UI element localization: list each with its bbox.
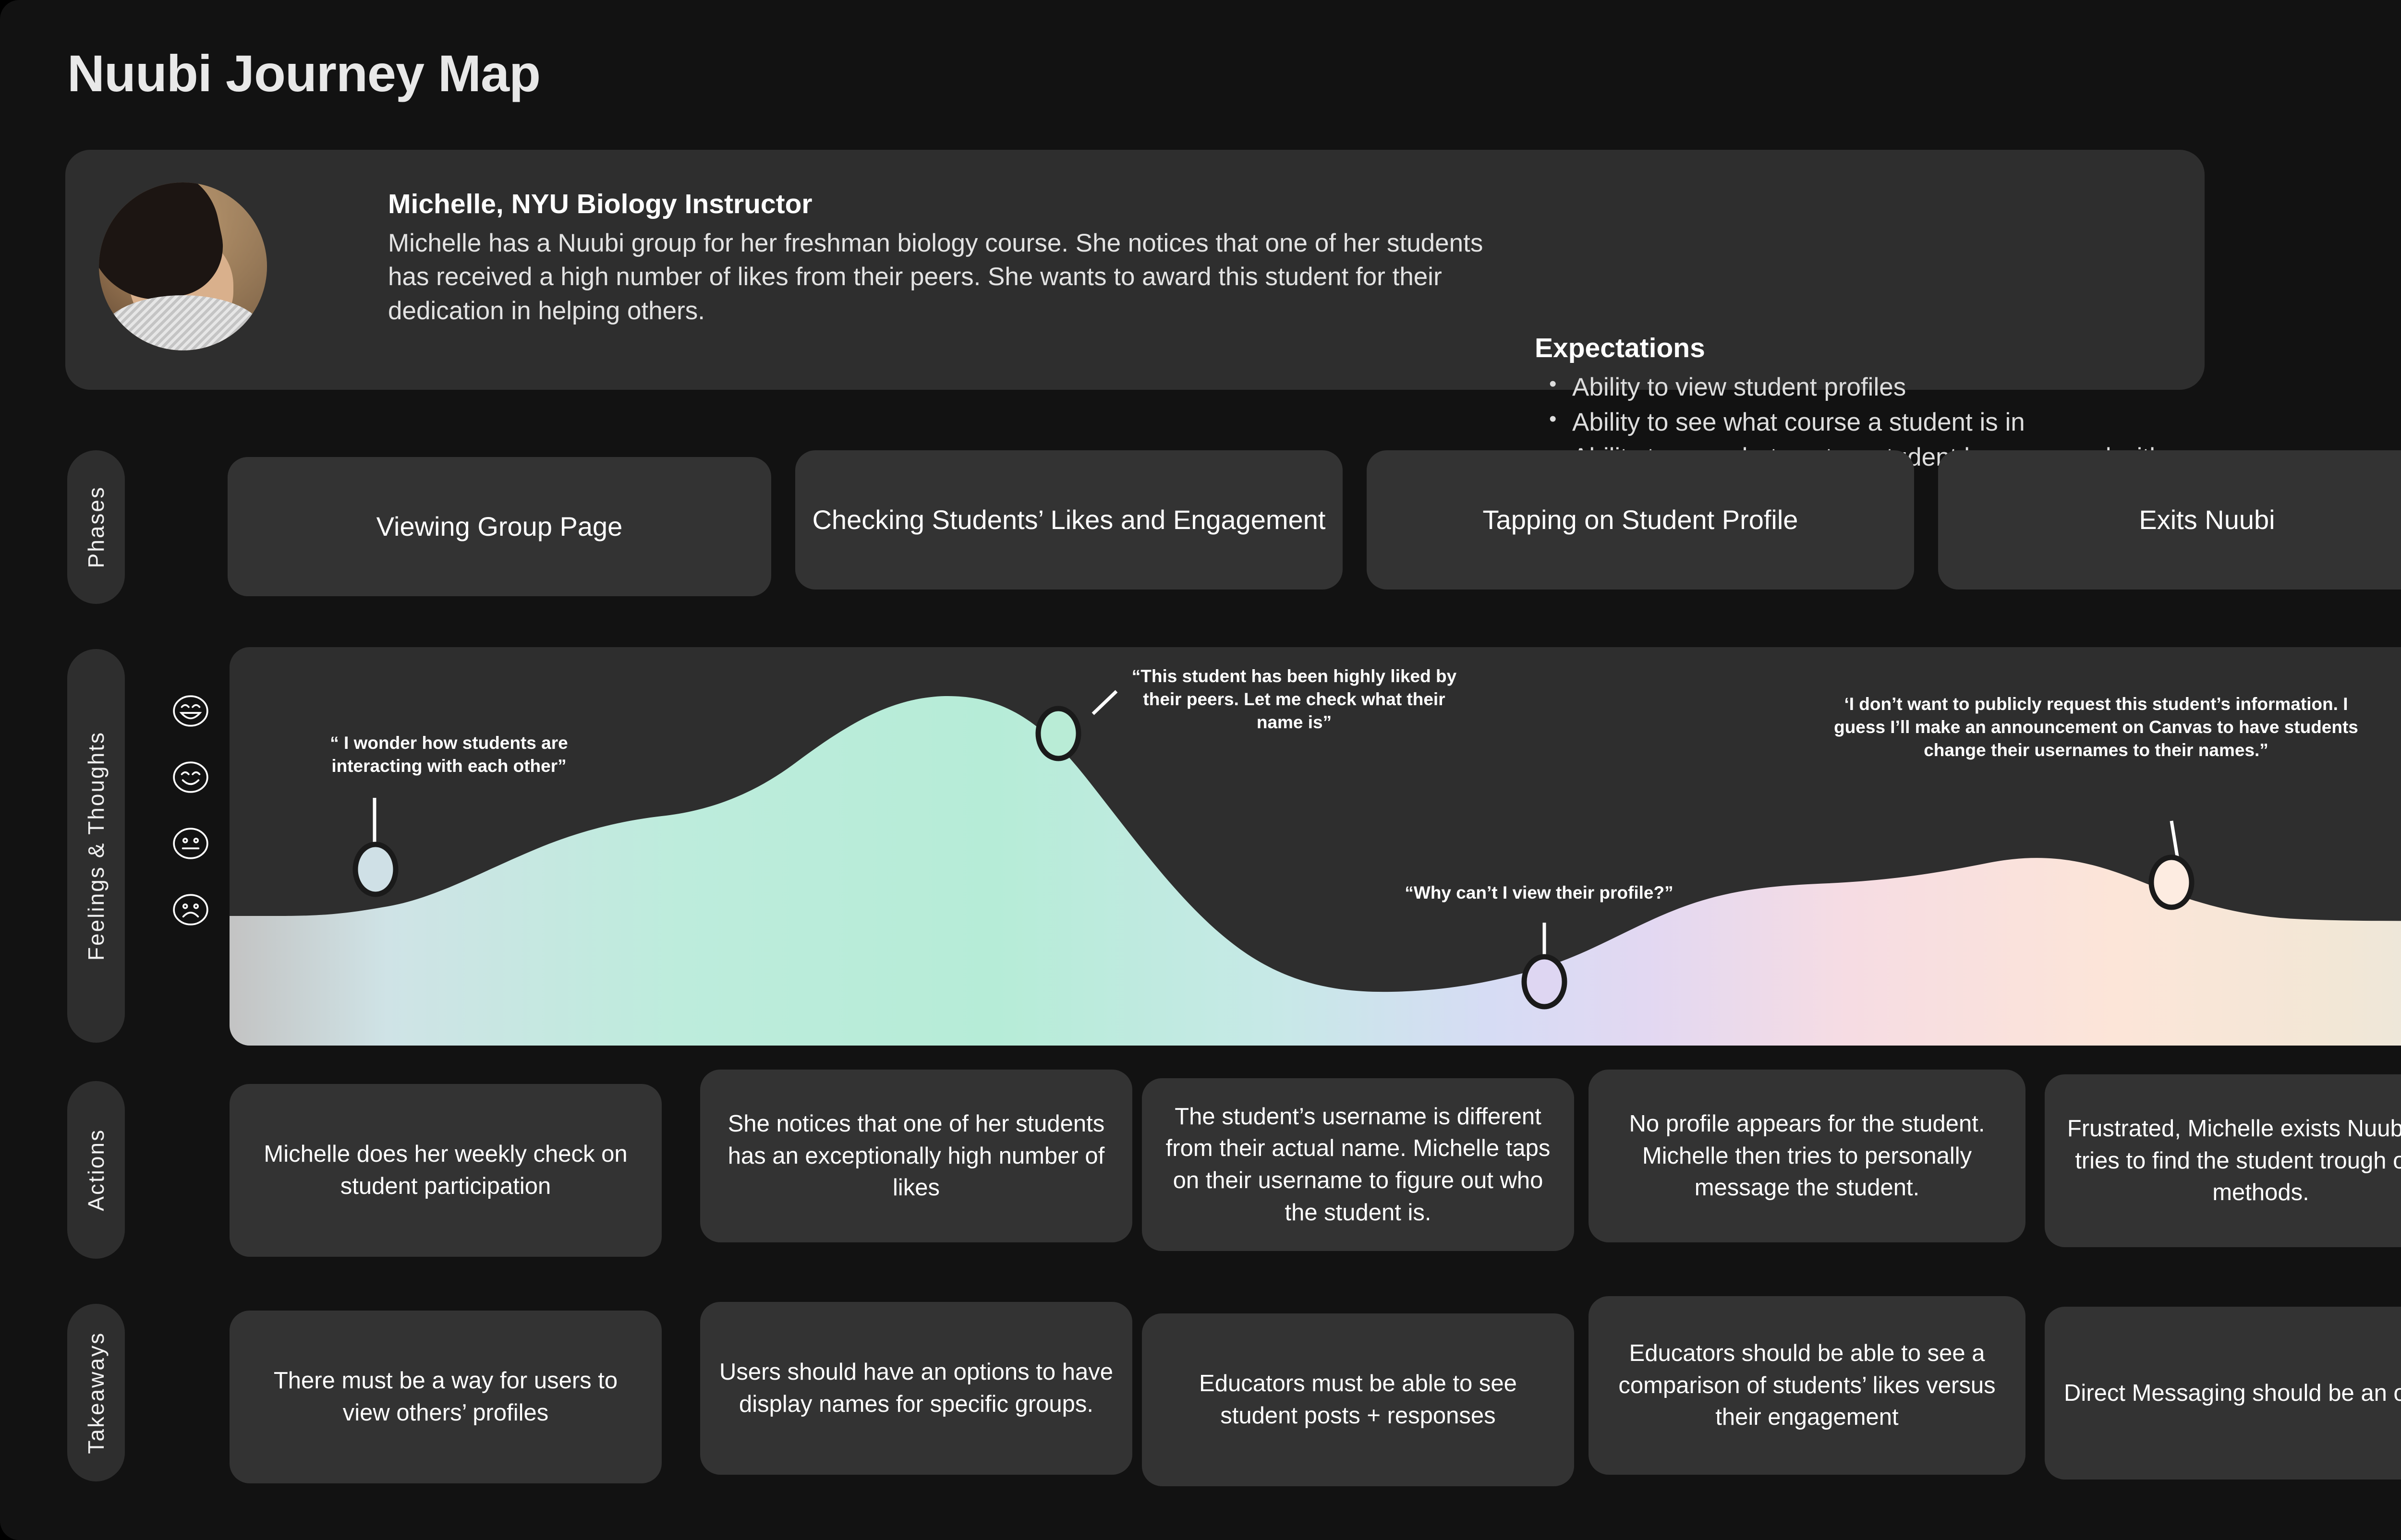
phase-card-viewing-group-page[interactable]: Viewing Group Page [228, 457, 771, 596]
laughing-face-icon [171, 691, 210, 731]
sad-face-icon [171, 890, 210, 929]
phase-card-exits-nuubi[interactable]: Exits Nuubi [1938, 450, 2401, 590]
persona-text-block: Michelle, NYU Biology Instructor Michell… [388, 188, 1488, 328]
expectation-item: Ability to view student profiles [1535, 370, 2399, 405]
action-card-5[interactable]: Frustrated, Michelle exists Nuubi and tr… [2045, 1074, 2401, 1247]
action-card-1[interactable]: Michelle does her weekly check on studen… [230, 1084, 662, 1257]
persona-name: Michelle, NYU Biology Instructor [388, 189, 812, 219]
phase-card-checking-likes[interactable]: Checking Students’ Likes and Engagement [795, 450, 1343, 590]
emotion-curve-chart [230, 696, 2401, 1046]
row-label-phases-text: Phases [84, 486, 109, 568]
emotion-scale [171, 691, 219, 956]
neutral-face-icon [171, 824, 210, 863]
smiling-face-icon [171, 758, 210, 797]
takeaway-card-3[interactable]: Educators must be able to see student po… [1142, 1313, 1574, 1486]
persona-card: Michelle, NYU Biology Instructor Michell… [65, 150, 2205, 471]
row-label-feelings-thoughts: Feelings & Thoughts [67, 649, 125, 1043]
avatar [99, 182, 267, 350]
takeaway-card-4[interactable]: Educators should be able to see a compar… [1589, 1296, 2025, 1475]
thought-annotation-4: ‘I don’t want to publicly request this s… [1834, 694, 2358, 760]
action-card-3[interactable]: The student’s username is different from… [1142, 1078, 1574, 1251]
action-card-4[interactable]: No profile appears for the student. Mich… [1589, 1070, 2025, 1242]
action-card-2[interactable]: She notices that one of her students has… [700, 1070, 1132, 1242]
phase-card-tapping-profile[interactable]: Tapping on Student Profile [1367, 450, 1914, 590]
row-label-takeaways-text: Takeaways [84, 1331, 109, 1454]
emotion-curve-panel [230, 647, 2401, 1046]
row-label-phases: Phases [67, 450, 125, 604]
takeaway-card-1[interactable]: There must be a way for users to view ot… [230, 1311, 662, 1483]
takeaway-card-2[interactable]: Users should have an options to have dis… [700, 1302, 1132, 1475]
row-label-actions-text: Actions [84, 1129, 109, 1211]
thought-annotation-2: “This student has been highly liked by t… [1131, 666, 1457, 733]
persona-description: Michelle has a Nuubi group for her fresh… [388, 229, 1483, 325]
thought-annotation-1: “ I wonder how students are interacting … [330, 733, 568, 776]
thought-annotation-3: “Why can’t I view their profile?” [1405, 883, 1673, 902]
expectation-item: Ability to see what course a student is … [1535, 405, 2399, 440]
expectations-heading: Expectations [1535, 333, 1705, 363]
takeaway-card-5[interactable]: Direct Messaging should be an option [2045, 1307, 2401, 1480]
row-label-actions: Actions [67, 1081, 125, 1259]
row-label-feelings-text: Feelings & Thoughts [84, 731, 109, 961]
page-title: Nuubi Journey Map [67, 44, 541, 102]
row-label-takeaways: Takeaways [67, 1304, 125, 1481]
